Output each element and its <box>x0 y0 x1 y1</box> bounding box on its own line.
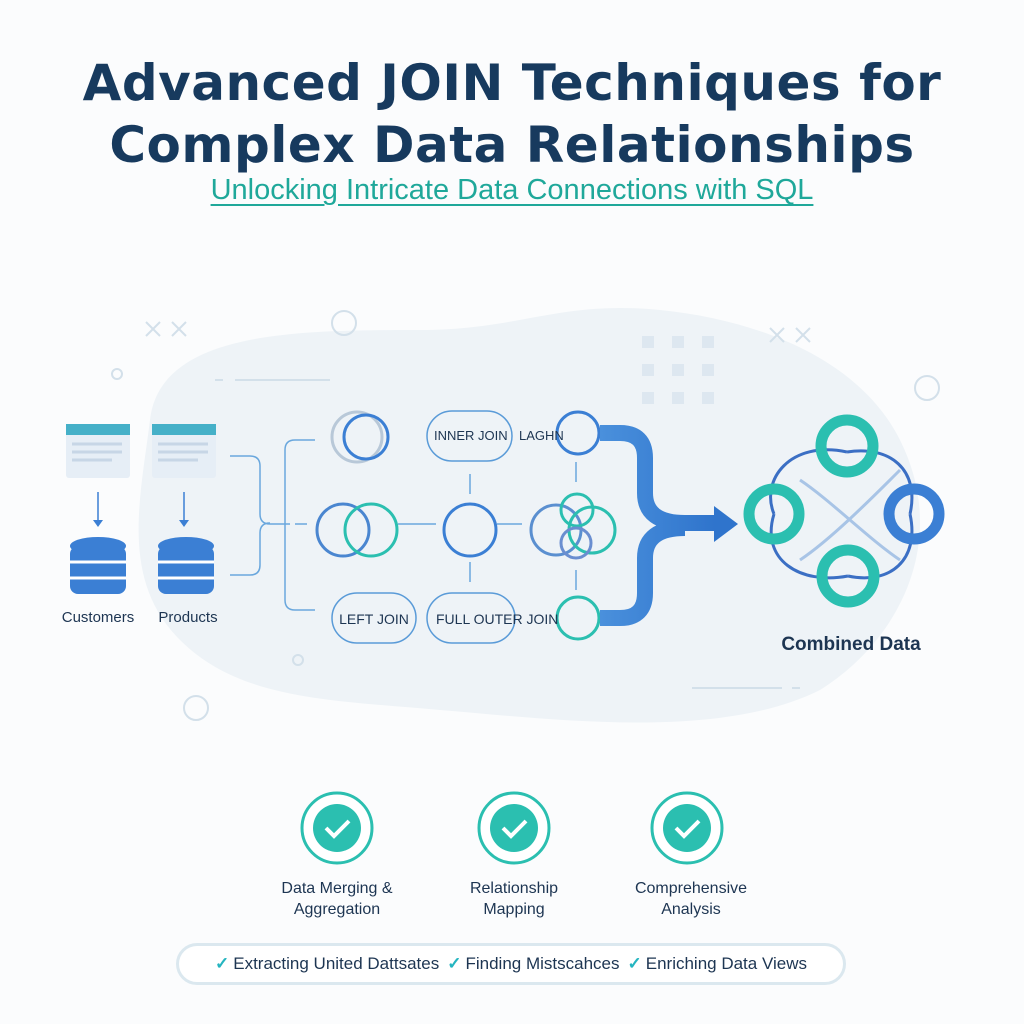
lagh-label: LAGHN <box>519 428 564 443</box>
benefit-text: Extracting United Dattsates <box>233 954 440 973</box>
left-join-pill[interactable] <box>331 592 417 644</box>
combined-data-label: Combined Data <box>781 634 921 655</box>
inner-join-venn-right <box>342 413 390 461</box>
benefit-item: ✓Enriching Data Views <box>627 954 807 974</box>
customers-database-icon <box>70 537 126 594</box>
benefit-text: Enriching Data Views <box>645 954 808 973</box>
inner-join-pill[interactable] <box>426 410 513 462</box>
inner-join-venn-left <box>330 410 384 464</box>
benefit-item: ✓Finding Mistscahces <box>447 954 619 974</box>
lagh-node-circle <box>555 410 601 456</box>
full-outer-join-label: FULL OUTER JOIN <box>436 611 558 627</box>
venn-right-circle <box>343 502 399 558</box>
combined-data-graphic <box>743 414 945 608</box>
products-database-icon <box>158 537 214 594</box>
check-icon: ✓ <box>214 954 230 973</box>
join-node-circle <box>442 502 498 558</box>
inner-join-label: INNER JOIN <box>434 428 508 443</box>
title-line-2: Complex Data Relationships <box>109 116 915 174</box>
venn-left-circle <box>315 502 371 558</box>
feature-check-badges <box>300 791 724 865</box>
page-title: Advanced JOIN Techniques for Complex Dat… <box>0 52 1024 176</box>
background-blob <box>138 307 921 723</box>
products-table-icon <box>152 424 216 527</box>
merge-arrow <box>600 425 715 626</box>
title-line-1: Advanced JOIN Techniques for <box>82 54 942 112</box>
decorations <box>111 310 940 721</box>
source-label-customers: Customers <box>62 609 135 626</box>
subtitle-text: Unlocking Intricate Data Connections wit… <box>210 174 814 206</box>
customers-table-icon <box>66 424 130 527</box>
feature-comprehensive-analysis: Comprehensive Analysis <box>634 880 748 918</box>
feature-data-merging: Data Merging & Aggregation <box>281 880 393 918</box>
check-icon: ✓ <box>627 954 642 973</box>
grid-dots <box>642 336 714 404</box>
check-icon: ✓ <box>447 954 462 973</box>
benefit-item: ✓Extracting United Dattsates <box>215 954 439 974</box>
connector-lines <box>230 439 577 611</box>
multi-venn <box>529 492 617 560</box>
full-outer-join-pill[interactable] <box>426 592 516 644</box>
subtitle: Unlocking Intricate Data Connections wit… <box>0 174 1024 207</box>
feature-relationship-mapping: Relationship Mapping <box>469 880 559 918</box>
source-label-products: Products <box>158 609 217 626</box>
benefits-bar: ✓Extracting United Dattsates ✓Finding Mi… <box>176 943 846 985</box>
arrow-head-icon <box>714 506 738 542</box>
full-outer-node-circle <box>555 595 601 641</box>
benefit-text: Finding Mistscahces <box>465 954 620 973</box>
left-join-label: LEFT JOIN <box>339 611 409 627</box>
